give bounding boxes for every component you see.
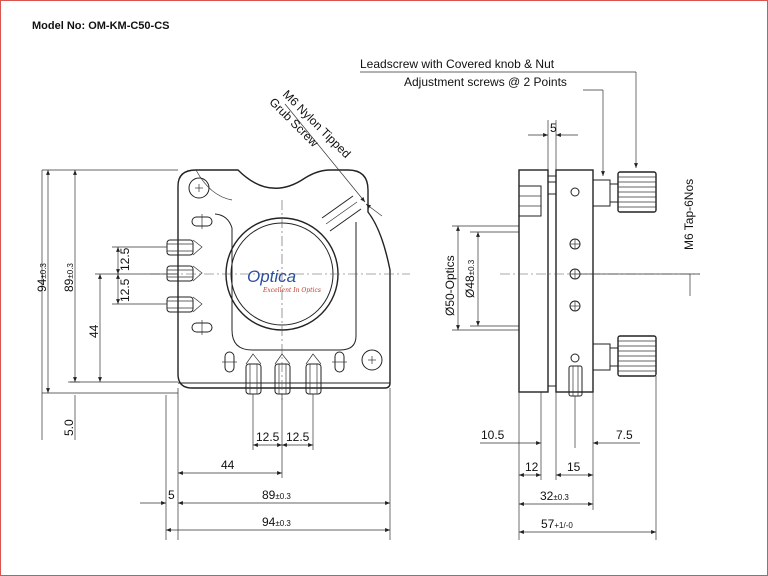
front-inner-plate: [214, 213, 357, 351]
callout-leadscrew: Leadscrew with Covered knob & Nut: [360, 57, 555, 71]
dim-w125b: 12.5: [286, 430, 310, 444]
slot-hole-bottom-right: [332, 351, 347, 373]
grub-screw-boss: [321, 195, 362, 232]
dim-d57: 57+1/-0: [541, 517, 573, 531]
tapped-holes-bottom: [245, 353, 322, 395]
slot-hole-left-bottom: [191, 320, 213, 335]
dim-h50: 5.0: [62, 419, 76, 436]
callout-adjustment: Adjustment screws @ 2 Points: [404, 75, 567, 89]
callout-optics: Ø50-Optics: [443, 255, 457, 316]
dim-h94: 94±0.3: [35, 263, 49, 292]
callout-inner-dia: Ø48±0.3: [463, 259, 477, 298]
dim-w94: 94±0.3: [262, 515, 291, 529]
dim-d15: 15: [567, 460, 581, 474]
dim-top5: 5: [550, 121, 557, 135]
mount-hole-top-left: [188, 177, 210, 199]
dim-h44: 44: [87, 324, 101, 338]
tapped-holes-left: [166, 239, 203, 313]
side-view: Ø50-Optics Ø48±0.3 M6 Tap-6Nos Leadscrew…: [360, 57, 700, 540]
dim-w125a: 12.5: [256, 430, 280, 444]
optica-logo: Optica Excellent In Optics: [247, 267, 321, 294]
slot-hole-left-top: [191, 214, 213, 229]
front-plate-outline: [177, 169, 391, 389]
dim-d75: 7.5: [616, 428, 633, 442]
slot-hole-bottom-left: [222, 351, 237, 373]
dim-d32: 32±0.3: [540, 489, 569, 503]
callout-tap: M6 Tap-6Nos: [682, 179, 696, 250]
dim-w44: 44: [221, 458, 235, 472]
side-tap-holes: [569, 187, 581, 363]
model-label: Model No: OM-KM-C50-CS: [32, 20, 170, 32]
dim-d105: 10.5: [481, 428, 505, 442]
lower-adjustment-knob[interactable]: [592, 335, 657, 377]
svg-text:Optica: Optica: [247, 267, 296, 286]
side-front-plate: [518, 169, 549, 393]
callout-nylon-screw: M6 Nylon Tipped Grub Screw: [266, 84, 355, 173]
front-view: Optica Excellent In Optics 94±0.3 89±0.3…: [35, 84, 410, 540]
dim-w89: 89±0.3: [262, 488, 291, 502]
svg-text:Excellent In Optics: Excellent In Optics: [262, 287, 321, 294]
mount-hole-bottom-right: [361, 349, 383, 371]
dim-h89: 89±0.3: [62, 263, 76, 292]
dim-d12: 12: [525, 460, 539, 474]
dim-h125a: 12.5: [118, 247, 132, 271]
side-rear-plate: [555, 169, 594, 393]
dim-h125b: 12.5: [118, 278, 132, 302]
upper-adjustment-knob[interactable]: [592, 171, 657, 213]
dim-w5: 5: [168, 488, 175, 502]
